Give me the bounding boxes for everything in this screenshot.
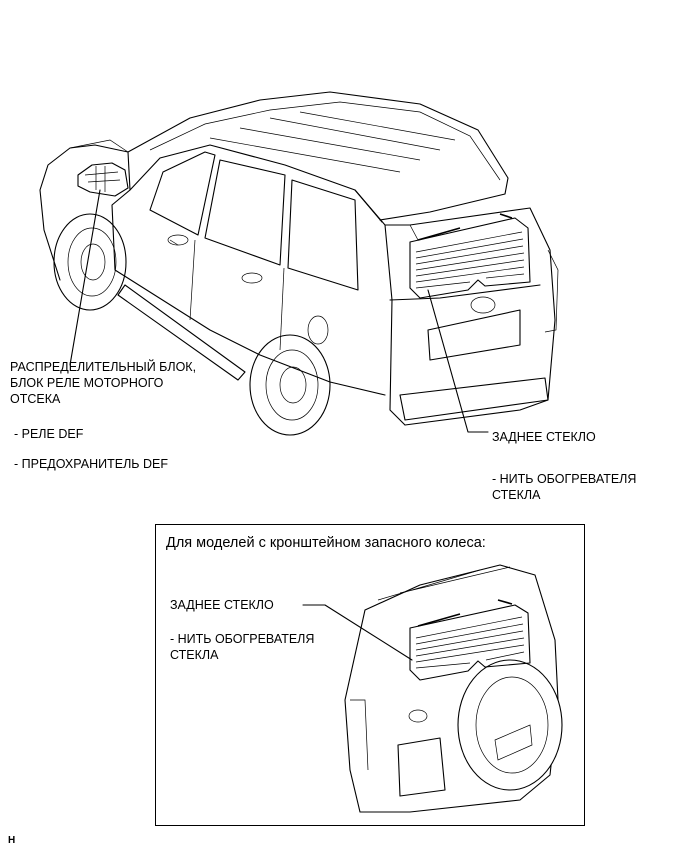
def-relay-label: - РЕЛЕ DEF [14, 427, 84, 441]
relay-block-label-line2: БЛОК РЕЛЕ МОТОРНОГО [10, 376, 164, 390]
relay-block-leader [69, 189, 101, 366]
spare-wheel-models-inset [155, 524, 585, 826]
inset-rear-glass [409, 599, 531, 681]
relay-block-label-line3: ОТСЕКА [10, 392, 61, 406]
figure-code: H [8, 835, 16, 846]
vehicle-body [39, 91, 559, 436]
rear-glass-label: ЗАДНЕЕ СТЕКЛО [492, 430, 596, 444]
heater-wire-lines [415, 231, 525, 289]
inset-title: Для моделей с кронштейном запасного коле… [166, 535, 486, 551]
vehicle-drawing [39, 91, 559, 436]
rear-glass-leader [427, 289, 489, 433]
inset-rear-glass-label: ЗАДНЕЕ СТЕКЛО [170, 598, 274, 612]
heater-wire-label-line1: - НИТЬ ОБОГРЕВАТЕЛЯ [492, 472, 637, 486]
def-fuse-label: - ПРЕДОХРАНИТЕЛЬ DEF [14, 457, 168, 471]
inset-heater-wire-label-line1: - НИТЬ ОБОГРЕВАТЕЛЯ [170, 632, 315, 646]
rear-glass [409, 213, 531, 299]
inset-heater-wire-label-line2: СТЕКЛА [170, 648, 219, 662]
heater-wire-label-line2: СТЕКЛА [492, 488, 541, 502]
spare-wheel [457, 659, 563, 791]
inset-vehicle-rear [344, 564, 563, 813]
relay-block-label-line1: РАСПРЕДЕЛИТЕЛЬНЫЙ БЛОК, [10, 360, 197, 374]
inset-rear-glass-leader [302, 604, 413, 661]
